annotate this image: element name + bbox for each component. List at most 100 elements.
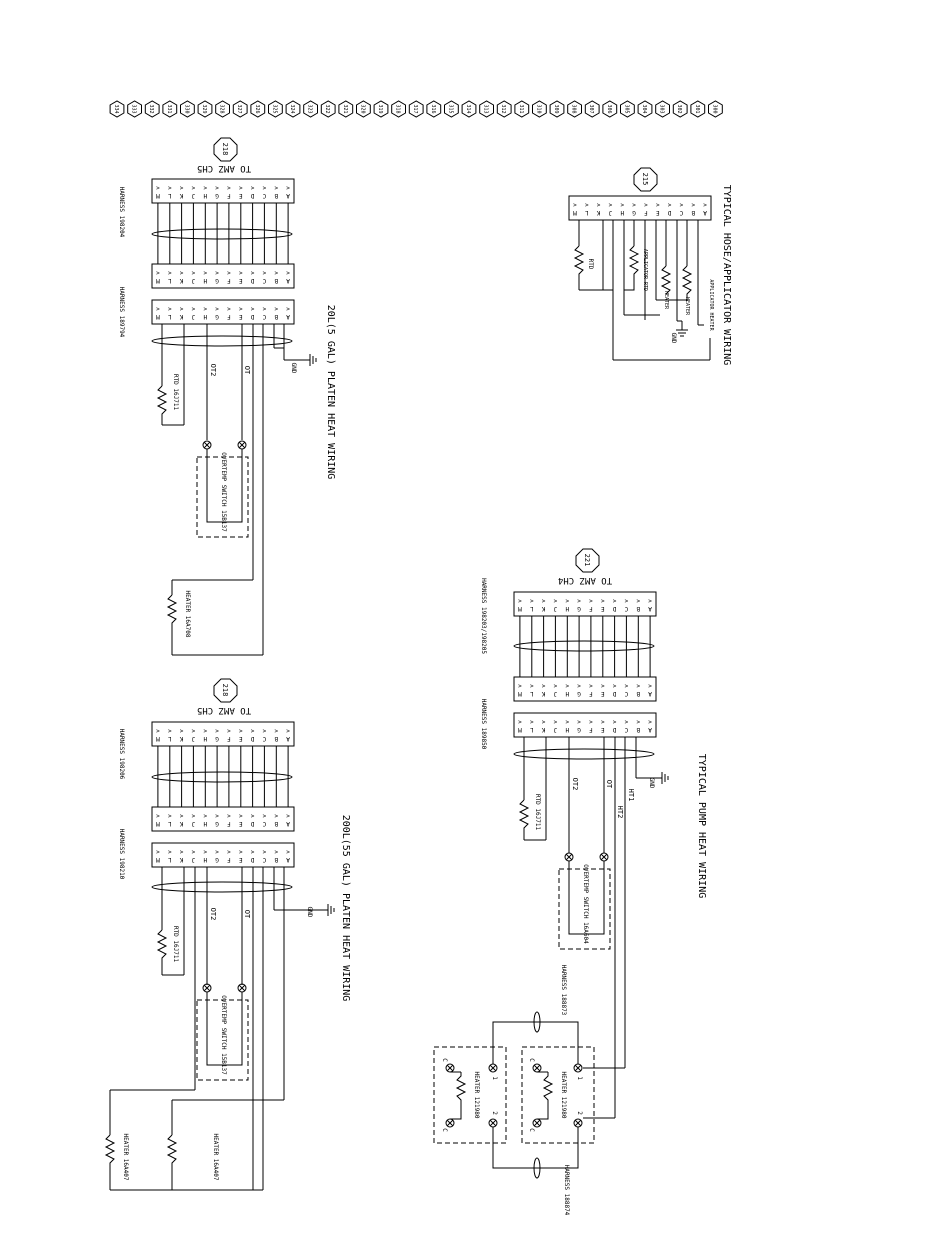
svg-text:<: < <box>168 305 172 312</box>
ref-tag-label: 311 <box>518 104 524 113</box>
svg-text:<: < <box>239 727 243 734</box>
platen20-bottom-pin-D: D< <box>250 305 254 320</box>
platen20-overtemp-switch <box>196 440 249 538</box>
svg-text:<: < <box>215 305 219 312</box>
hose-pin-J: J< <box>608 201 612 216</box>
svg-text:F: F <box>227 856 231 863</box>
platen20-top-pins: A<B<C<D<E<F<G<H<J<K<L<M< <box>156 184 290 199</box>
platen200-mid-pin-A: A< <box>286 812 290 827</box>
svg-text:E: E <box>239 735 243 742</box>
platen200-mid-pin-C: C< <box>262 812 266 827</box>
svg-text:HEATER 16A708: HEATER 16A708 <box>184 591 191 638</box>
pump-ot-label: OT <box>605 780 613 789</box>
ref-tag-310: 310 <box>532 100 547 118</box>
ref-tag-label: 319 <box>377 104 383 113</box>
svg-text:A: A <box>286 277 290 284</box>
svg-text:<: < <box>168 727 172 734</box>
pump-mid-pin-L: L< <box>530 682 534 697</box>
svg-text:TYPICAL PUMP HEAT WIRING: TYPICAL PUMP HEAT WIRING <box>696 754 707 899</box>
ref-tag-300: 300 <box>708 100 723 118</box>
svg-text:<: < <box>179 727 183 734</box>
platen20-title: 20L(5 GAL) PLATEN HEAT WIRING <box>325 305 336 480</box>
svg-text:K: K <box>179 277 183 284</box>
svg-text:<: < <box>274 848 278 855</box>
svg-text:GND: GND <box>306 907 313 918</box>
platen200-top-pin-K: K< <box>179 727 183 742</box>
platen20-mid-pin-F: F< <box>227 269 231 284</box>
svg-text:<: < <box>636 718 640 725</box>
ref-tag-label: 331 <box>166 104 172 113</box>
ref-tag-label: 315 <box>447 104 453 113</box>
pump-top-pin-C: C< <box>624 597 628 612</box>
pump-switch-label: OVERTEMP SWITCH 16A604 <box>582 864 589 944</box>
platen20-switch-label: OVERTEMP SWITCH 15B137 <box>220 452 227 532</box>
pump-mid-pin-A: A< <box>648 682 652 697</box>
platen20-mid-pin-C: C< <box>262 269 266 284</box>
ref-tag-label: 316 <box>430 104 436 113</box>
svg-text:E: E <box>239 313 243 320</box>
platen200-ground-symbol <box>300 904 335 916</box>
pump-heater-a-label: HEATER 121980 <box>560 1072 567 1119</box>
svg-text:<: < <box>648 682 652 689</box>
svg-text:C: C <box>262 820 266 827</box>
hose-gnd-label: GND <box>670 333 677 344</box>
svg-text:A: A <box>648 726 652 733</box>
svg-text:F: F <box>589 726 593 733</box>
pump-heater-a-term-c: C <box>528 1058 535 1062</box>
svg-text:2: 2 <box>491 1111 498 1115</box>
platen20-top-pin-B: B< <box>274 184 278 199</box>
svg-text:F: F <box>227 277 231 284</box>
svg-text:<: < <box>250 727 254 734</box>
svg-text:C: C <box>262 313 266 320</box>
ref-tag-304: 304 <box>637 100 653 118</box>
svg-text:E: E <box>601 690 605 697</box>
pump-bottom-pin-E: E< <box>601 718 605 733</box>
svg-text:<: < <box>156 305 160 312</box>
svg-text:OT: OT <box>605 780 613 789</box>
svg-text:HEATER 121980: HEATER 121980 <box>473 1072 480 1119</box>
svg-text:J: J <box>554 726 558 733</box>
pump-ot2-label: OT2 <box>571 778 579 791</box>
platen200-mid-pin-J: J< <box>191 812 195 827</box>
hose-rtd-label: RTD <box>587 259 594 270</box>
pump-bottom-pin-L: L< <box>530 718 534 733</box>
hose-pin-C: C< <box>679 201 683 216</box>
svg-text:D: D <box>667 209 671 216</box>
svg-text:H: H <box>203 277 207 284</box>
svg-text:C: C <box>262 277 266 284</box>
svg-text:<: < <box>215 812 219 819</box>
platen200-mid-pin-M: M< <box>156 812 160 827</box>
svg-text:K: K <box>179 856 183 863</box>
pump-connector-mid <box>513 676 657 702</box>
svg-text:A: A <box>286 856 290 863</box>
svg-text:G: G <box>577 726 581 733</box>
svg-text:<: < <box>227 184 231 191</box>
svg-text:HEATER 16A407: HEATER 16A407 <box>122 1134 129 1181</box>
svg-text:J: J <box>192 820 196 827</box>
platen200-bottom-pin-J: J< <box>191 848 195 863</box>
platen20-mid-pins: A<B<C<D<E<F<G<H<J<K<L<M< <box>156 269 290 284</box>
svg-text:M: M <box>156 735 160 742</box>
svg-text:<: < <box>518 597 522 604</box>
hose-pin-L: L< <box>585 201 589 216</box>
hose-resistor-symbols <box>573 245 693 301</box>
svg-text:D: D <box>250 820 254 827</box>
platen200-bottom-pin-F: F< <box>227 848 231 863</box>
platen200-switch-label: OVERTEMP SWITCH 15B137 <box>220 995 227 1075</box>
platen200-top-pin-F: F< <box>227 727 231 742</box>
svg-text:<: < <box>644 201 648 208</box>
pump-heater-b-term-1: 1 <box>491 1076 498 1080</box>
ref-tag-label: 318 <box>395 104 401 113</box>
ref-tag-label: 332 <box>148 104 154 113</box>
ref-tag-label: 308 <box>571 104 577 113</box>
svg-text:<: < <box>601 682 605 689</box>
svg-text:<: < <box>286 727 290 734</box>
platen200-bottom-pin-G: G< <box>215 848 219 863</box>
svg-text:<: < <box>156 184 160 191</box>
svg-text:<: < <box>601 718 605 725</box>
ref-tag-314: 314 <box>461 100 477 118</box>
platen200-heater-b-label: HEATER 16A407 <box>122 1134 129 1181</box>
platen200-top-pin-B: B< <box>274 727 278 742</box>
svg-text:C: C <box>441 1128 448 1132</box>
